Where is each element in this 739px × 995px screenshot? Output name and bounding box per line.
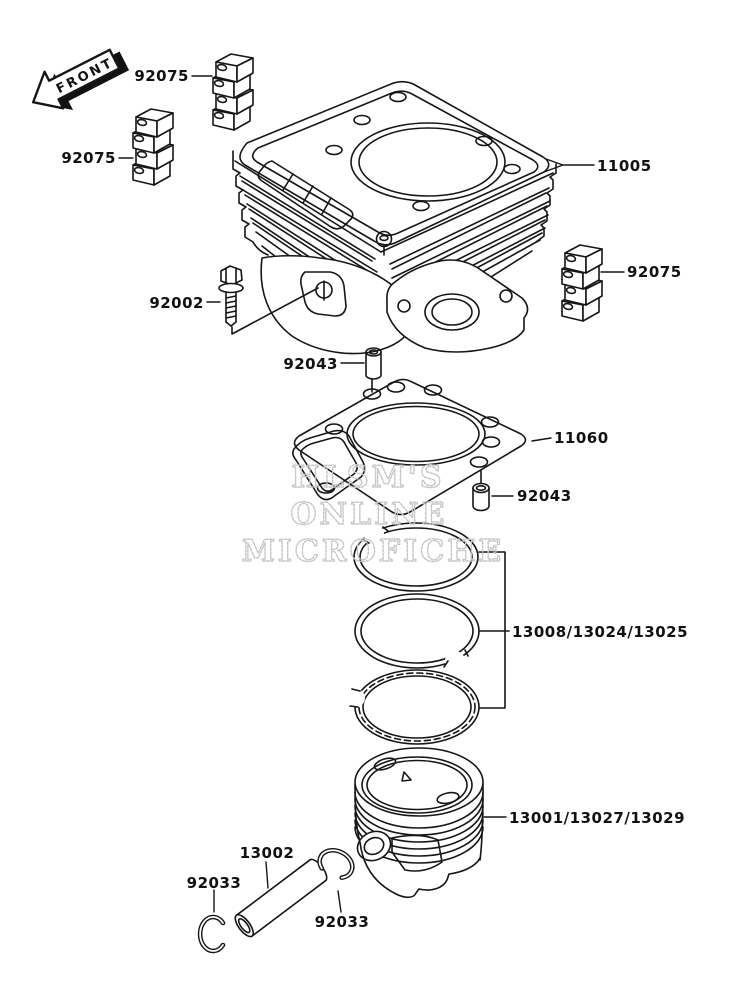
part-label-damper-left: 92075 — [61, 149, 116, 167]
watermark-line-1: HLSM'S — [291, 460, 444, 495]
damper-stack-right — [561, 244, 603, 322]
front-arrow: FRONT — [31, 48, 130, 110]
cylinder-bolt-drawing — [218, 265, 319, 335]
dowel-pin-right-drawing — [472, 470, 490, 512]
base-gasket-drawing — [292, 378, 527, 516]
damper-stack-left — [132, 108, 174, 186]
part-label-piston: 13001/13027/13029 — [509, 809, 685, 827]
part-label-piston-pin: 13002 — [240, 844, 295, 862]
piston-ring-set-drawing — [347, 522, 510, 745]
dowel-pin-top-drawing — [365, 347, 382, 393]
circlip-left-drawing — [197, 914, 226, 954]
watermark-line-3: MICROFICHE — [242, 534, 505, 569]
part-label-circlip-left: 92033 — [187, 874, 242, 892]
piston-drawing — [354, 747, 484, 899]
watermark-line-2: ONLINE — [291, 497, 448, 532]
line-art-layer: FRONT — [31, 48, 688, 954]
damper-stack-top — [212, 53, 254, 131]
part-label-cylinder-bolt: 92002 — [149, 294, 204, 312]
part-label-circlip-right: 92033 — [315, 913, 370, 931]
part-label-cylinder: 11005 — [597, 157, 652, 175]
piston-pin-drawing — [234, 858, 328, 938]
cylinder-drawing — [232, 80, 557, 355]
part-label-base-gasket: 11060 — [554, 429, 609, 447]
part-label-damper-top: 92075 — [134, 67, 189, 85]
part-label-dowel-pin-top: 92043 — [283, 355, 338, 373]
leader-lines — [118, 75, 625, 913]
circlip-right-drawing — [317, 848, 355, 881]
part-label-dowel-pin-right: 92043 — [517, 487, 572, 505]
part-label-damper-right: 92075 — [627, 263, 682, 281]
watermark: HLSM'S ONLINE MICROFICHE — [241, 459, 505, 569]
part-label-piston-ring-set: 13008/13024/13025 — [512, 623, 688, 641]
part-labels: 92075 92075 92075 11005 92002 92043 1106… — [61, 67, 688, 931]
